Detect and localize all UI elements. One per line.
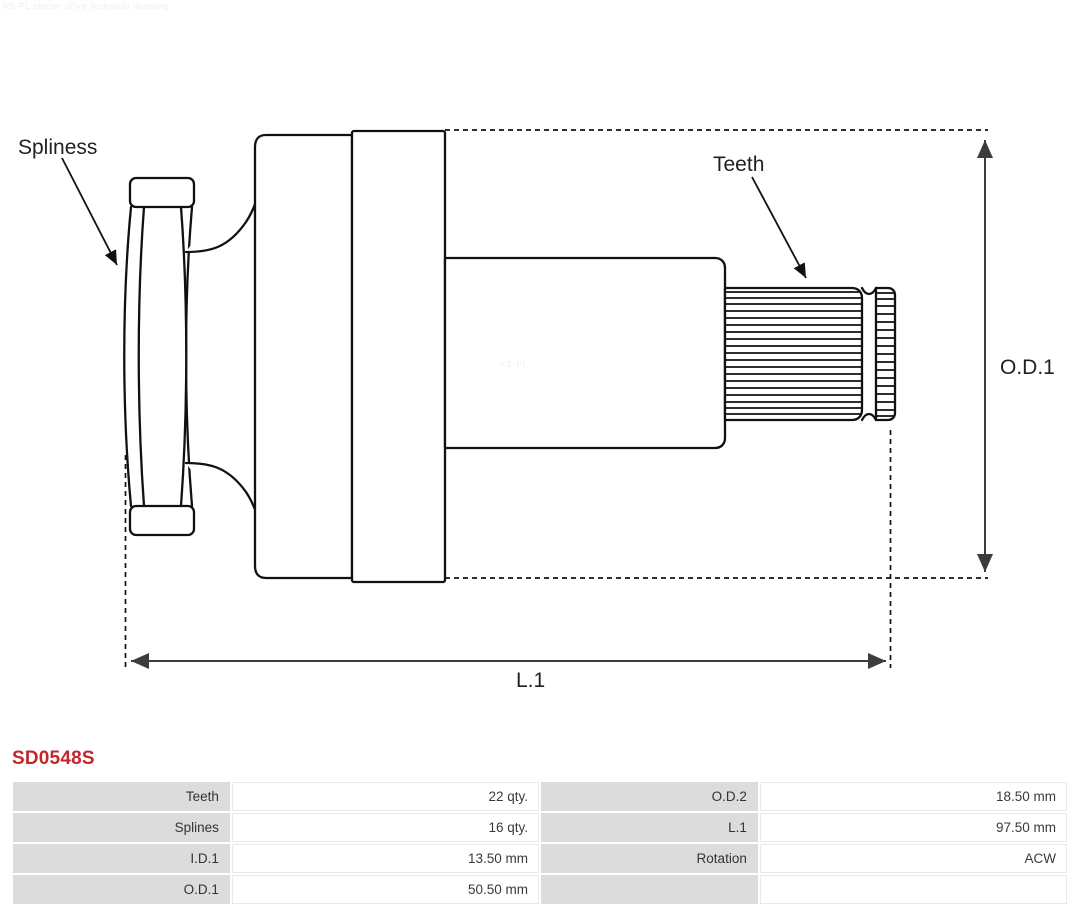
end-cap-teeth-lines <box>877 292 894 417</box>
spec-label: L.1 <box>540 813 758 842</box>
annotation-label-teeth: Teeth <box>713 153 764 176</box>
watermark-top: AS-PL starter drive technical drawing <box>2 1 169 11</box>
dimension-label-od1: O.D.1 <box>1000 356 1055 379</box>
spec-value: ACW <box>759 844 1067 873</box>
spec-value: 97.50 mm <box>759 813 1067 842</box>
spliness-leader-arrow <box>61 157 118 266</box>
table-row: Teeth 22 qty. O.D.2 18.50 mm <box>13 782 1067 811</box>
pinion-teeth-lines <box>726 291 861 415</box>
spec-value: 16 qty. <box>231 813 539 842</box>
undercut-groove-top <box>860 286 878 296</box>
dimension-extension-lines <box>124 129 988 668</box>
leader-lines <box>61 157 807 279</box>
pinion-teeth-body <box>723 286 864 422</box>
spline-ring-inner-wall-2 <box>179 205 188 508</box>
dimension-arrows <box>131 140 993 669</box>
drawing-canvas: Spliness Teeth O.D.1 L.1 <box>18 129 1055 692</box>
table-row: I.D.1 13.50 mm Rotation ACW <box>13 844 1067 873</box>
table-row: Splines 16 qty. L.1 97.50 mm <box>13 813 1067 842</box>
flange-block <box>350 129 447 584</box>
table-row: O.D.1 50.50 mm <box>13 875 1067 904</box>
barrel-body <box>253 133 354 580</box>
spec-label: Splines <box>13 813 230 842</box>
spec-label: O.D.1 <box>13 875 230 904</box>
spec-label: I.D.1 <box>13 844 230 873</box>
spline-ring-pad-top <box>128 176 196 209</box>
spec-value: 22 qty. <box>231 782 539 811</box>
undercut-groove-bottom <box>860 412 878 422</box>
technical-drawing: Spliness Teeth O.D.1 L.1 AS-PL <box>18 129 1055 692</box>
spline-ring-pad-bottom <box>128 504 196 537</box>
part-outline <box>123 129 897 584</box>
spec-label: Teeth <box>13 782 230 811</box>
spec-value: 50.50 mm <box>231 875 539 904</box>
part-code-title: SD0548S <box>12 748 95 769</box>
spec-label-empty <box>540 875 758 904</box>
dimension-label-l1: L.1 <box>516 669 545 692</box>
spec-label: O.D.2 <box>540 782 758 811</box>
spec-value: 13.50 mm <box>231 844 539 873</box>
spec-value-empty <box>759 875 1067 904</box>
spec-label: Rotation <box>540 844 758 873</box>
spline-ring-outer-wall <box>123 205 133 508</box>
spline-ring-outer-wall-2 <box>137 205 146 508</box>
spec-value: 18.50 mm <box>759 782 1067 811</box>
central-shaft <box>443 256 727 450</box>
watermark-center: AS-PL <box>500 360 529 369</box>
teeth-leader-arrow <box>751 176 807 279</box>
specification-table-body: Teeth 22 qty. O.D.2 18.50 mm Splines 16 … <box>13 782 1067 904</box>
specification-table: Teeth 22 qty. O.D.2 18.50 mm Splines 16 … <box>11 780 1069 906</box>
annotation-label-spliness: Spliness <box>18 136 97 159</box>
